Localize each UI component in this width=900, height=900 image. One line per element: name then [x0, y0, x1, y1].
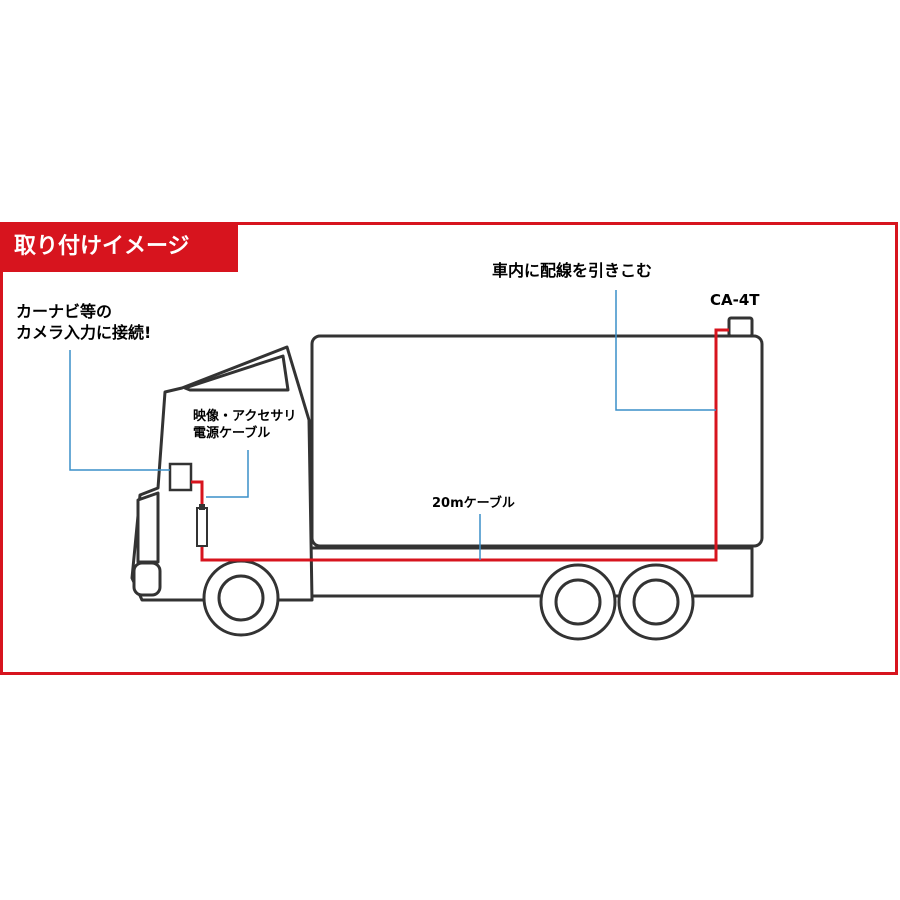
label-routing: 車内に配線を引きこむ — [492, 261, 653, 280]
label-navi-line2: カメラ入力に接続! — [16, 323, 152, 342]
ca4t-camera-icon — [727, 316, 754, 338]
label-navi-line1: カーナビ等の — [16, 302, 113, 321]
leader-navi — [69, 350, 170, 471]
label-power-line1: 映像・アクセサリ — [193, 409, 297, 424]
front-bumper — [136, 491, 160, 564]
label-model: CA-4T — [710, 291, 760, 309]
label-cable: 20mケーブル — [432, 496, 515, 511]
label-power-line2: 電源ケーブル — [193, 426, 271, 441]
windshield — [183, 354, 290, 392]
monitor-icon — [168, 462, 193, 492]
connector-icon — [196, 507, 208, 547]
headlight — [132, 561, 162, 597]
leader-power — [206, 450, 249, 498]
diagram-title: 取り付けイメージ — [0, 222, 238, 272]
red-cable — [191, 328, 729, 562]
leader-routing — [615, 290, 716, 411]
cargo-box — [310, 334, 764, 548]
diagram-frame — [0, 222, 898, 675]
